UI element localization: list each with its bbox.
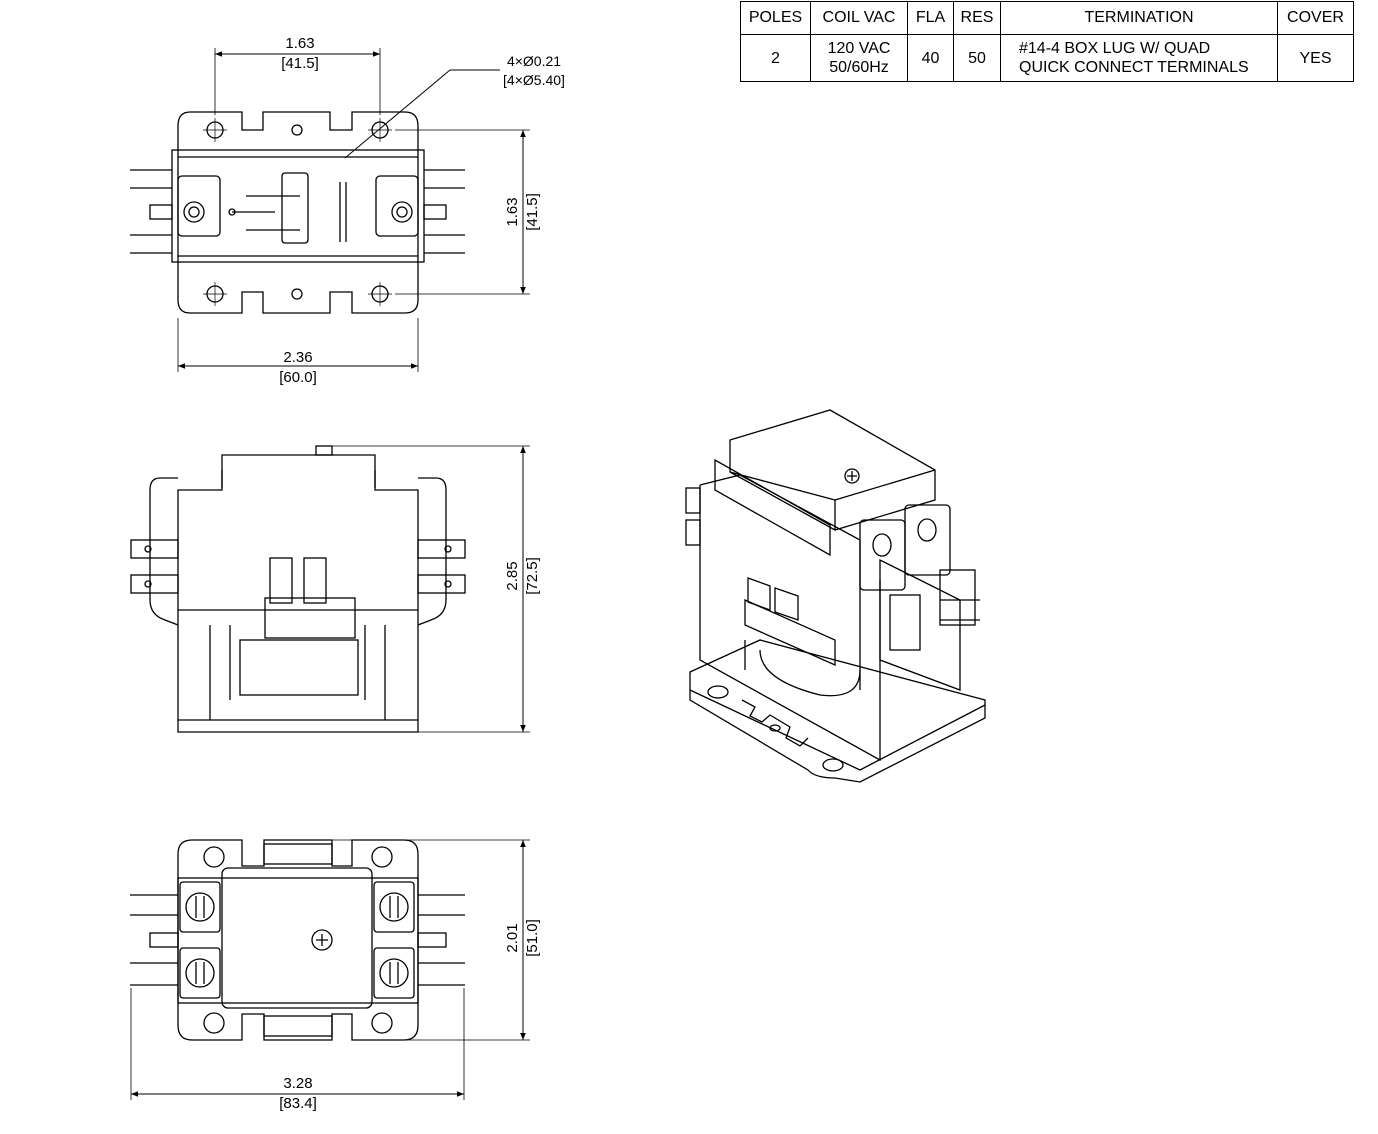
- termination-line2: QUICK CONNECT TERMINALS: [1019, 59, 1249, 76]
- dim-base-width-mm: [60.0]: [279, 369, 317, 386]
- iso-cover: [729, 409, 936, 531]
- dim-vertical-spacing-mm: [41.5]: [524, 193, 541, 231]
- front-view: [130, 445, 530, 733]
- lug-screw-left: [183, 201, 205, 223]
- coil: [239, 639, 359, 696]
- cell-poles: 2: [740, 34, 811, 82]
- cover-screw: [311, 929, 333, 951]
- dim-depth-in: 2.01: [504, 923, 521, 952]
- header-poles: POLES: [740, 1, 811, 35]
- iso-cover-screw: [844, 468, 860, 484]
- coil-vac-line2: 50/60Hz: [829, 59, 889, 76]
- top-view: [130, 48, 530, 372]
- dim-hole-callout-in: 4×Ø0.21: [507, 53, 561, 69]
- cell-termination: #14-4 BOX LUG W/ QUAD QUICK CONNECT TERM…: [1000, 34, 1278, 82]
- termination-line1: #14-4 BOX LUG W/ QUAD: [1019, 40, 1211, 57]
- dim-hole-spacing-mm: [41.5]: [281, 55, 319, 72]
- dim-height-in: 2.85: [504, 561, 521, 590]
- contactor-body: [171, 149, 425, 263]
- header-cover: COVER: [1277, 1, 1354, 35]
- armature: [281, 172, 309, 244]
- coil-terminal-left: [269, 557, 293, 604]
- header-res: RES: [953, 1, 1001, 35]
- spec-table-row: 2 120 VAC 50/60Hz 40 50 #14-4 BOX LUG W/…: [740, 34, 1354, 82]
- spec-table: POLES COIL VAC FLA RES TERMINATION COVER…: [740, 1, 1354, 82]
- iso-body-front: [699, 485, 881, 762]
- base-plate-bottom: [177, 839, 419, 1041]
- dim-hole-callout-mm: [4×Ø5.40]: [503, 72, 565, 88]
- cell-res: 50: [953, 34, 1001, 82]
- dim-hole-spacing-in: 1.63: [285, 35, 314, 52]
- iso-base-plate: [689, 639, 986, 783]
- header-termination: TERMINATION: [1000, 1, 1278, 35]
- dim-overall-width-mm: [83.4]: [279, 1095, 317, 1112]
- lug-screw-right: [391, 201, 413, 223]
- coil-terminal-right: [303, 557, 327, 604]
- base-plate: [177, 111, 419, 314]
- dim-vertical-spacing-in: 1.63: [504, 197, 521, 226]
- spec-table-header-row: POLES COIL VAC FLA RES TERMINATION COVER: [740, 1, 1354, 35]
- dimension-labels: 1.63 [41.5] 4×Ø0.21 [4×Ø5.40] 1.63 [41.5…: [279, 35, 565, 1112]
- dim-height-mm: [72.5]: [524, 557, 541, 595]
- dim-overall-width-in: 3.28: [283, 1075, 312, 1092]
- coil-vac-line1: 120 VAC: [827, 40, 891, 57]
- bottom-view: [130, 839, 530, 1100]
- quick-connect-terminals: [130, 169, 465, 254]
- dim-depth-mm: [51.0]: [524, 919, 541, 957]
- dim-base-width-in: 2.36: [283, 349, 312, 366]
- isometric-view: [685, 409, 986, 783]
- mounting-holes: [203, 118, 392, 306]
- box-lug-screws: [179, 881, 415, 999]
- cover-outline: [177, 454, 419, 733]
- cover: [221, 867, 373, 1009]
- cell-cover: YES: [1277, 34, 1354, 82]
- cell-coil-vac: 120 VAC 50/60Hz: [810, 34, 908, 82]
- header-coil-vac: COIL VAC: [810, 1, 908, 35]
- cell-fla: 40: [907, 34, 954, 82]
